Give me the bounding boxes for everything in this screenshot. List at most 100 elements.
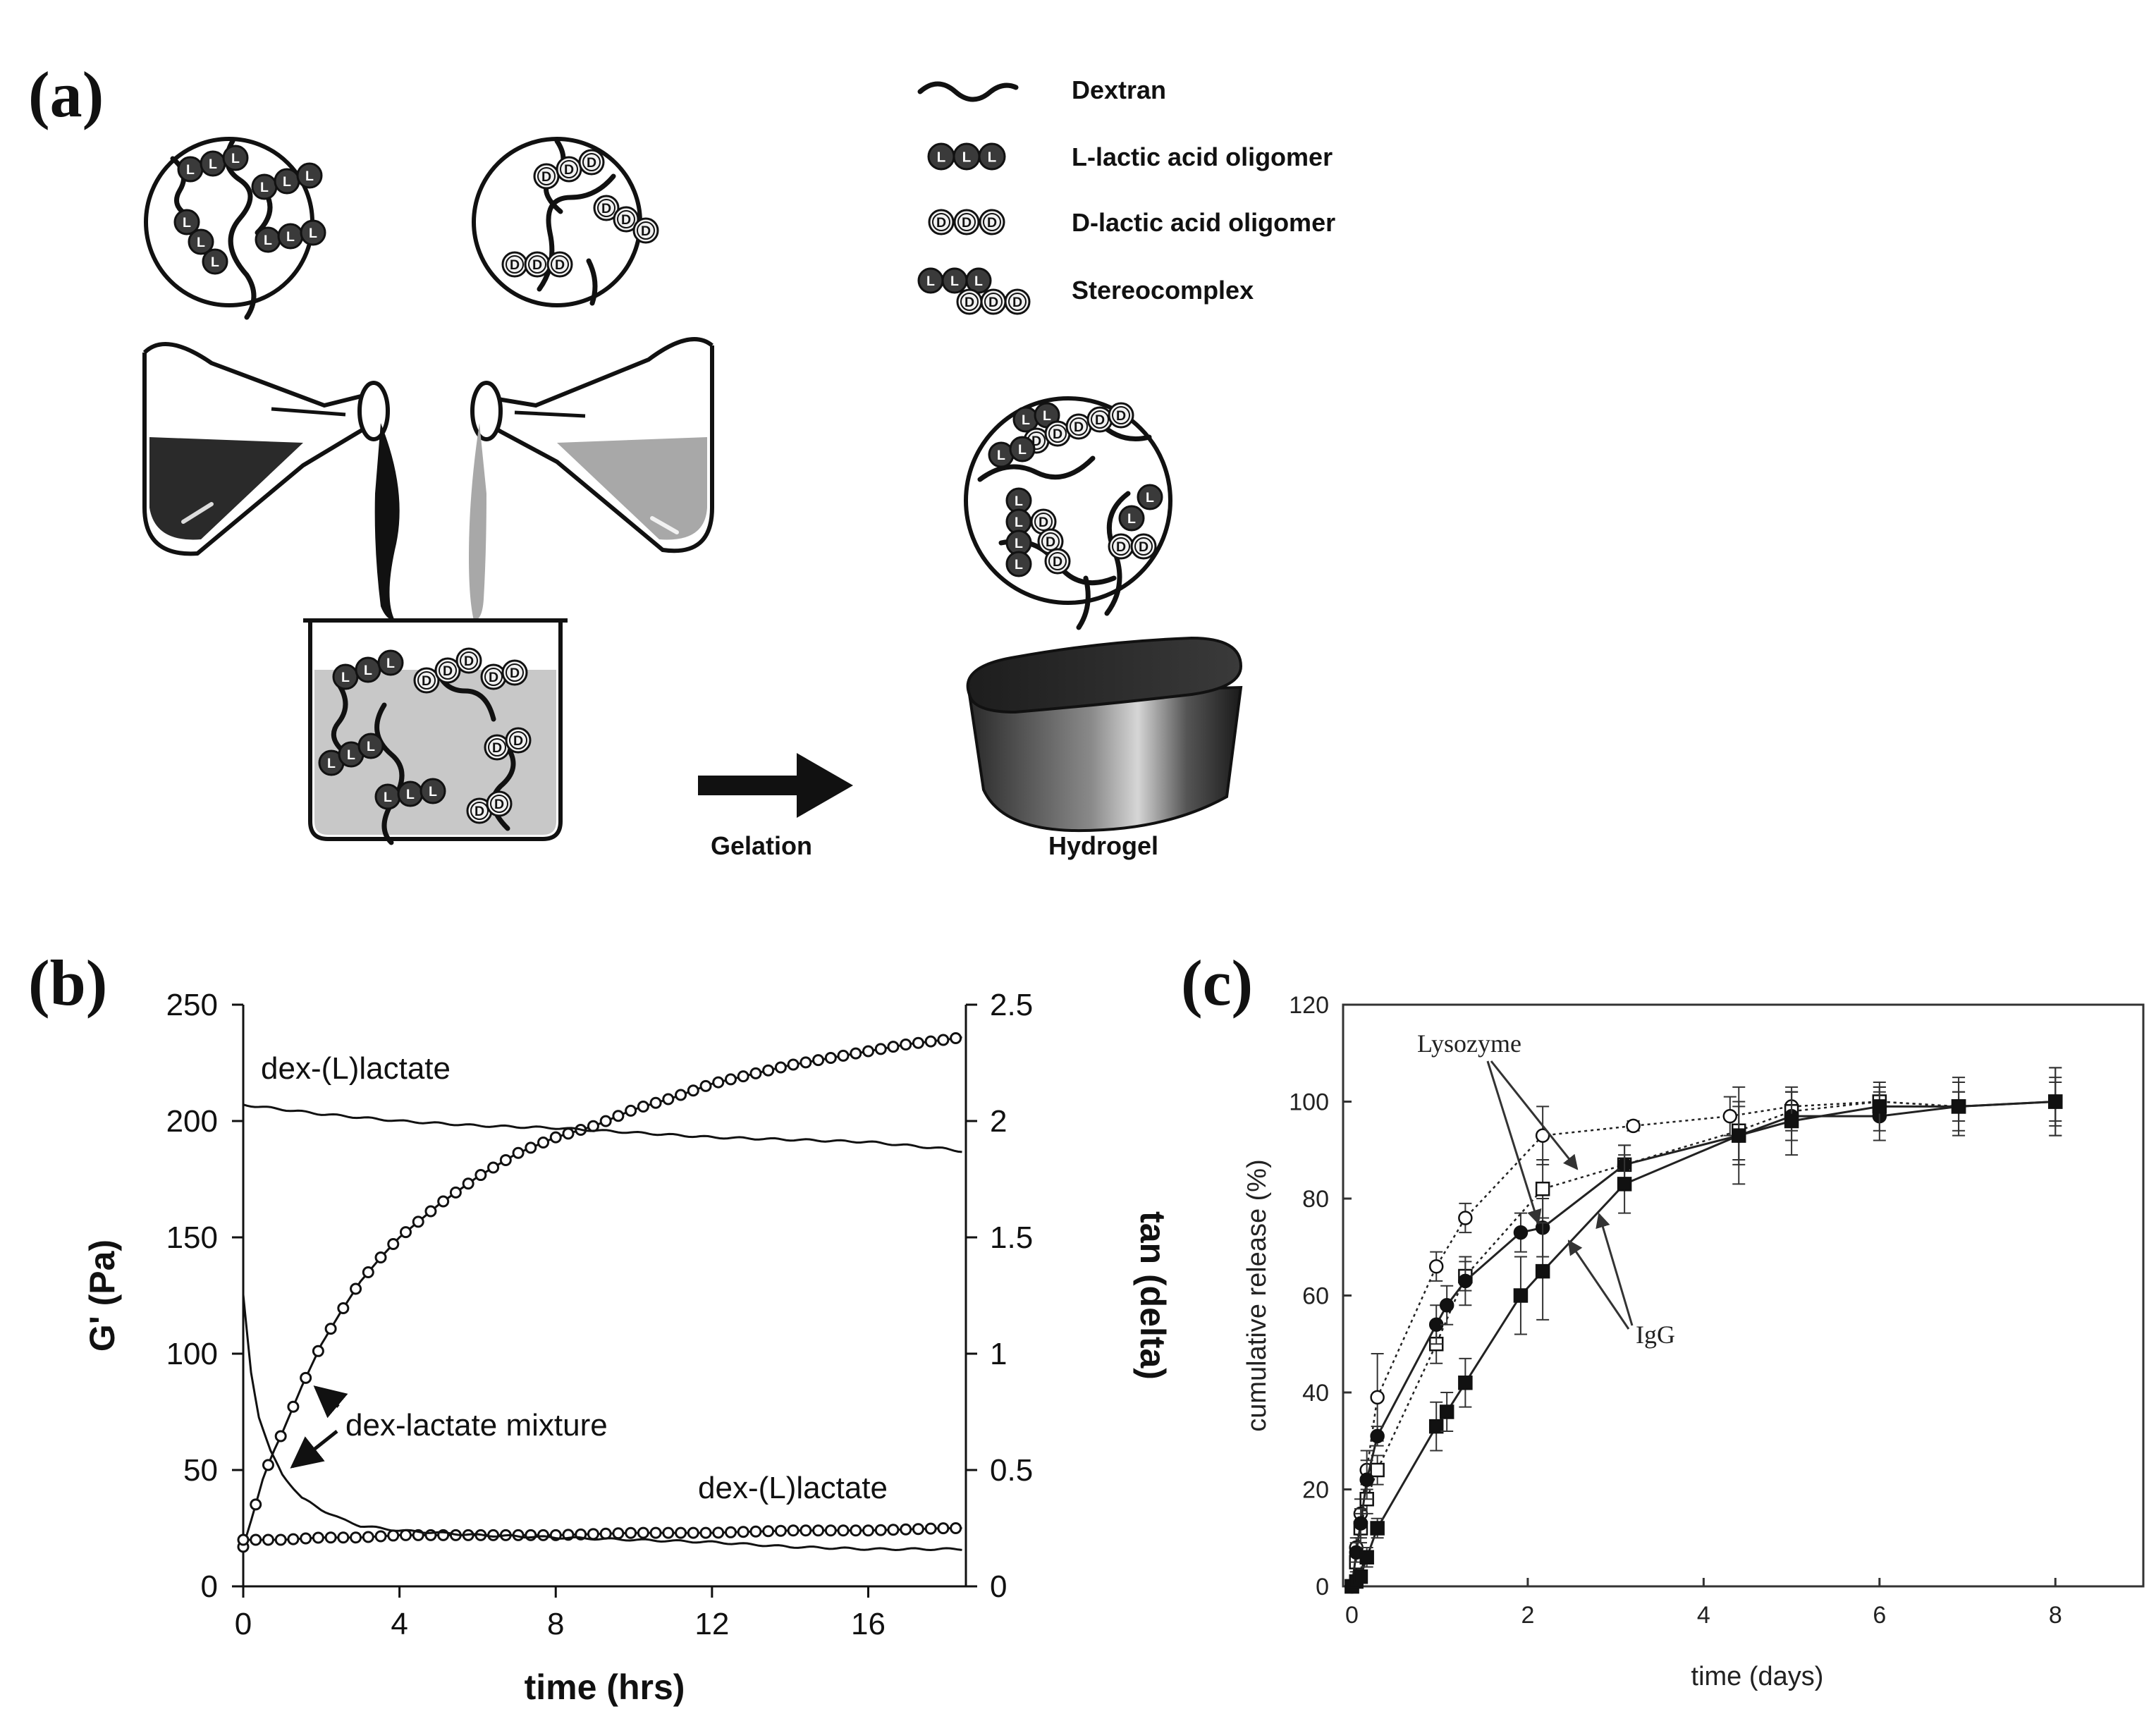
point-c-3: [1370, 1521, 1385, 1536]
ytick-label-b-right: 2.5: [990, 988, 1033, 1022]
point-b-1: [537, 1529, 550, 1541]
point-b-1: [312, 1531, 324, 1544]
point-b-1: [900, 1523, 912, 1536]
svg-text:L: L: [997, 448, 1005, 463]
legend-dextran: Dextran: [917, 75, 1166, 104]
point-b-1: [787, 1524, 800, 1537]
point-b-1: [862, 1524, 874, 1537]
point-b-0: [800, 1056, 812, 1069]
svg-text:L: L: [264, 233, 272, 248]
l-lactic-bead: L: [355, 656, 381, 683]
svg-text:D: D: [510, 257, 520, 273]
point-b-1: [699, 1526, 712, 1539]
point-b-0: [399, 1226, 412, 1239]
ytick-label-b-left: 200: [166, 1104, 218, 1139]
d-lactic-bead: D: [1004, 288, 1031, 315]
ytick-label-c: 60: [1302, 1283, 1329, 1310]
point-b-0: [950, 1032, 962, 1045]
l-lactic-bead: L: [357, 733, 384, 759]
ytick-label-c: 80: [1302, 1186, 1329, 1213]
l-lactic-bead: L: [200, 150, 226, 177]
point-b-0: [724, 1073, 737, 1086]
xtick-label-c: 0: [1345, 1602, 1359, 1629]
point-b-0: [812, 1054, 825, 1067]
point-b-1: [362, 1531, 374, 1543]
svg-text:L: L: [386, 656, 395, 671]
point-b-1: [887, 1524, 900, 1536]
gelation-arrow: Gelation: [698, 753, 853, 860]
point-c-3: [1428, 1419, 1444, 1434]
point-b-1: [824, 1524, 837, 1537]
point-b-0: [912, 1036, 924, 1049]
point-b-0: [824, 1052, 837, 1065]
point-c-3: [1872, 1099, 1887, 1114]
point-b-0: [737, 1070, 749, 1083]
d-lactic-bead: D: [1108, 533, 1134, 560]
point-b-1: [324, 1531, 337, 1544]
svg-text:L: L: [364, 663, 372, 678]
d-lactic-bead: D: [434, 657, 461, 684]
point-c-3: [1359, 1550, 1374, 1564]
svg-text:L: L: [926, 274, 935, 289]
point-b-1: [762, 1525, 775, 1538]
point-b-0: [487, 1161, 500, 1174]
point-b-0: [312, 1345, 324, 1357]
ytick-label-c: 0: [1316, 1574, 1329, 1600]
arrow-mixture-gprime: [313, 1385, 348, 1419]
point-b-1: [387, 1529, 400, 1542]
arrow-igg-2: [1595, 1212, 1634, 1326]
point-b-1: [837, 1524, 850, 1537]
point-c-2: [1458, 1273, 1473, 1289]
l-lactic-bead: L: [222, 145, 249, 171]
ytick-label-b-left: 250: [166, 988, 218, 1022]
l-lactic-bead: L: [941, 267, 968, 294]
svg-text:D: D: [641, 223, 651, 239]
point-b-0: [337, 1302, 350, 1314]
svg-text:L: L: [937, 149, 946, 166]
point-b-0: [362, 1266, 374, 1278]
svg-text:L: L: [406, 787, 415, 802]
hydrogel-label: Hydrogel: [1048, 831, 1158, 860]
point-c-2: [1353, 1516, 1368, 1531]
d-lactic-bead: D: [480, 663, 507, 690]
d-lactic-bead: D: [484, 734, 510, 761]
arrow-lysozyme-2: [1490, 1060, 1579, 1170]
series-b-2-line: [242, 1294, 962, 1552]
series-c-3-line: [1351, 1101, 2056, 1588]
l-lactic-bead: L: [251, 173, 278, 200]
svg-text:D: D: [564, 162, 574, 178]
l-lactic-bead: L: [332, 663, 359, 690]
xtick-label-b: 12: [694, 1607, 729, 1641]
point-b-0: [900, 1038, 912, 1051]
series-c-2-line: [1351, 1101, 2056, 1587]
svg-text:L: L: [260, 180, 269, 195]
point-c-3: [1535, 1263, 1550, 1279]
ytick-label-b-right: 2: [990, 1104, 1007, 1139]
svg-text:L: L: [1018, 442, 1027, 458]
legend-dextran-label: Dextran: [1072, 75, 1166, 104]
svg-text:D: D: [1053, 427, 1062, 442]
l-lactic-bead: L: [927, 142, 955, 171]
point-b-1: [937, 1522, 950, 1535]
point-b-0: [512, 1146, 525, 1159]
point-b-1: [587, 1528, 599, 1541]
point-b-0: [387, 1238, 400, 1251]
d-lactic-bead: D: [1044, 548, 1071, 575]
point-b-0: [324, 1323, 337, 1335]
svg-text:L: L: [283, 174, 291, 190]
svg-text:L: L: [197, 235, 205, 250]
point-b-1: [912, 1523, 924, 1536]
svg-text:L: L: [988, 149, 997, 166]
point-b-0: [250, 1498, 262, 1511]
point-b-1: [599, 1527, 612, 1540]
svg-text:D: D: [541, 169, 551, 185]
point-b-1: [924, 1522, 937, 1535]
point-b-0: [449, 1186, 462, 1199]
xtick-label-b: 0: [235, 1607, 252, 1641]
